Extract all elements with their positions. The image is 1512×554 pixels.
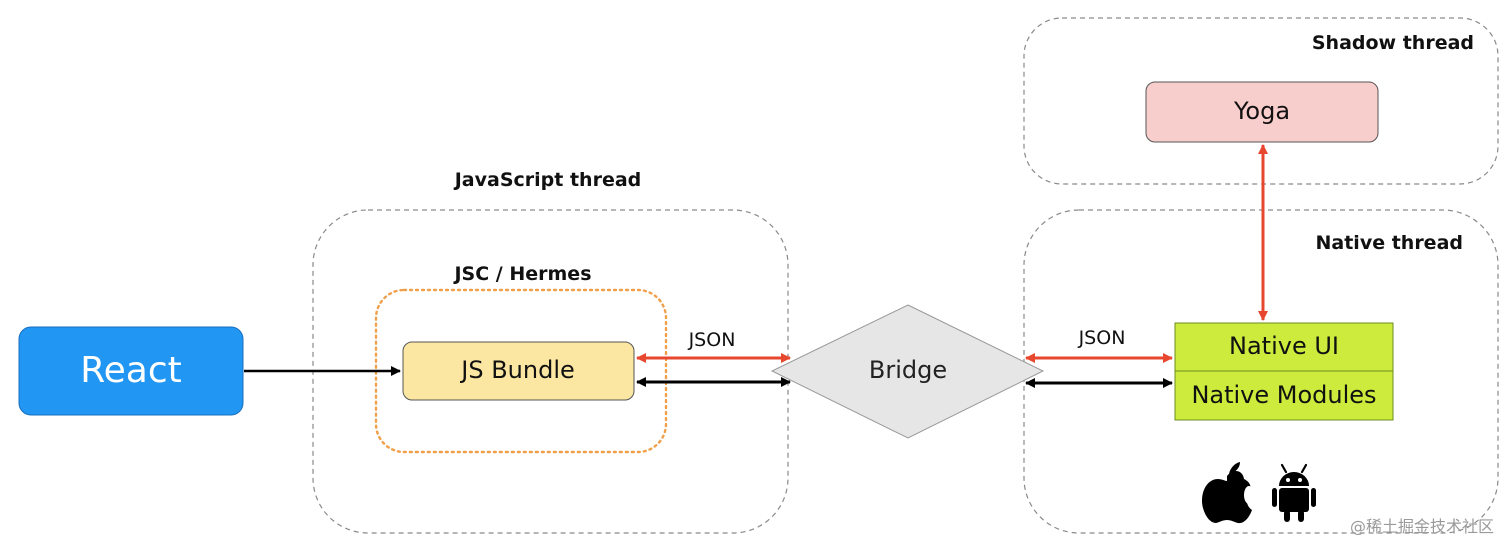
apple-icon (1202, 462, 1254, 524)
javascript-thread-label: JavaScript thread (453, 169, 642, 191)
yoga-node (1145, 81, 1379, 143)
js-bundle-label: JS Bundle (459, 356, 575, 384)
native-modules-label: Native Modules (1191, 381, 1376, 409)
shadow-thread-container (1023, 17, 1499, 185)
js-bundle-node (402, 341, 635, 401)
watermark: @稀土掘金技术社区 (1350, 517, 1494, 536)
bridge-label: Bridge (869, 356, 947, 384)
jsbundle-bridge-json-label: JSON (688, 329, 736, 351)
bridge-native-json-label: JSON (1078, 327, 1126, 349)
react-node (18, 326, 244, 416)
native-ui-node (1174, 322, 1394, 372)
jsc-hermes-label: JSC / Hermes (452, 263, 591, 285)
react-label: React (80, 350, 182, 391)
native-modules-node (1174, 370, 1394, 421)
yoga-label: Yoga (1233, 97, 1290, 125)
android-icon (1272, 463, 1316, 522)
native-ui-label: Native UI (1229, 332, 1339, 360)
bridge-node (770, 304, 1045, 439)
shadow-thread-label: Shadow thread (1312, 32, 1474, 54)
native-thread-label: Native thread (1316, 232, 1464, 254)
